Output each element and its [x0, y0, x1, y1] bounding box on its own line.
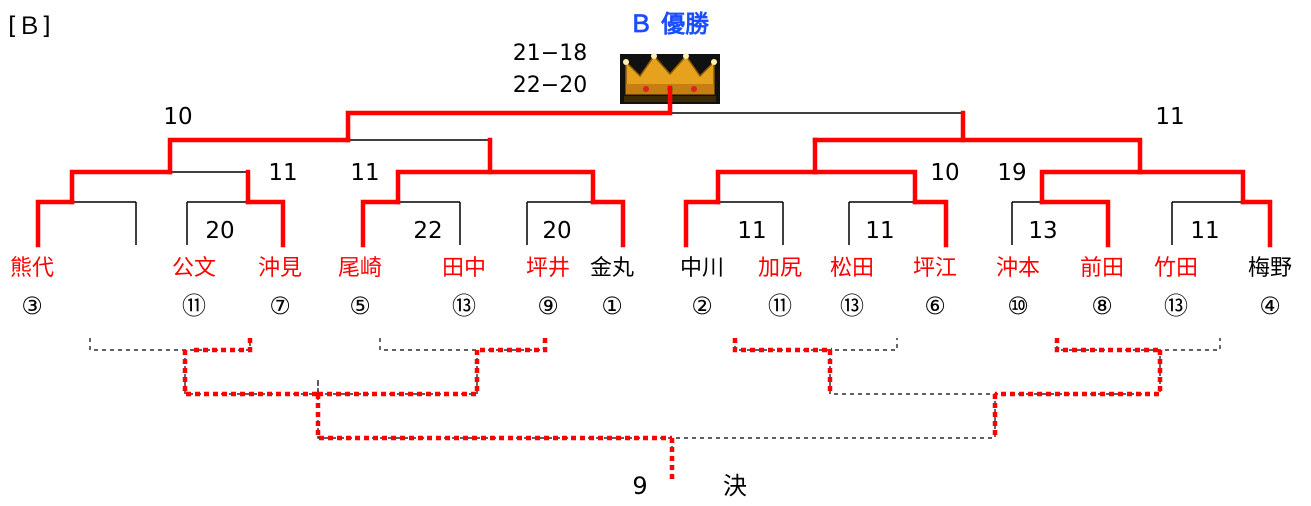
- player-name: 熊代: [10, 256, 54, 281]
- score-r1-2: 20: [205, 218, 234, 244]
- player-name: 梅野: [1248, 256, 1292, 281]
- match-scores: 10 11 11 11 10 19 20 22 20 11 11 13 11: [163, 104, 1219, 244]
- winner-path-lines: [35, 85, 1273, 248]
- player-name: 公文: [172, 256, 216, 281]
- score-qf-2: 11: [350, 160, 379, 186]
- player-seed: ⑦: [269, 292, 291, 320]
- player-name: 金丸: [590, 256, 634, 281]
- bottom-label-left: 9: [632, 472, 647, 500]
- score-r1-3: 22: [413, 218, 442, 244]
- score-r1-6: 11: [865, 218, 894, 244]
- player-seed: ④: [1259, 292, 1281, 320]
- bottom-label-right: 決: [723, 472, 747, 500]
- player-seed: ⑪: [768, 292, 792, 320]
- player-seed: ①: [601, 292, 623, 320]
- score-sf-2: 11: [1155, 104, 1184, 130]
- score-r1-7: 13: [1028, 218, 1057, 244]
- player-name: 田中: [442, 256, 486, 281]
- score-r1-4: 20: [542, 218, 571, 244]
- player-seed: ⑬: [840, 292, 864, 320]
- final-score-2: 22−20: [513, 73, 587, 98]
- player-name: 竹田: [1154, 256, 1198, 281]
- player-seed: ⑬: [1164, 292, 1188, 320]
- player-name: 尾崎: [338, 256, 382, 281]
- consolation-winner-lines: [182, 338, 1163, 480]
- player-name: 加尻: [758, 256, 802, 281]
- score-qf-3: 10: [930, 160, 959, 186]
- player-seed: ⑩: [1007, 292, 1029, 320]
- player-name: 坪江: [913, 256, 957, 281]
- bracket-label: [Ｂ]: [8, 12, 51, 40]
- player-name: 前田: [1080, 256, 1124, 281]
- player-seed: ⑥: [924, 292, 946, 320]
- players: 熊代 ③ 公文 ⑪ 沖見 ⑦ 尾崎 ⑤ 田中 ⑬ 坪井 ⑨ 金丸 ① 中川 ② 加尻 ⑪ 松田 ⑬ 坪江 ⑥ 沖本 ⑩ 前田 ⑧ 竹…: [10, 256, 1292, 320]
- player-seed: ⑧: [1091, 292, 1113, 320]
- score-r1-8: 11: [1190, 218, 1219, 244]
- final-score-1: 21−18: [513, 41, 587, 66]
- player-seed: ⑨: [537, 292, 559, 320]
- bracket-title: Ｂ 優勝: [629, 10, 710, 38]
- player-seed: ⑤: [349, 292, 371, 320]
- player-name: 中川: [680, 256, 724, 281]
- score-r1-5: 11: [737, 218, 766, 244]
- score-qf-4: 19: [997, 160, 1026, 186]
- player-name: 松田: [830, 256, 874, 281]
- player-seed: ⑬: [452, 292, 476, 320]
- player-seed: ③: [21, 292, 43, 320]
- player-seed: ⑪: [182, 292, 206, 320]
- score-qf-1: 11: [268, 160, 297, 186]
- player-name: 坪井: [526, 256, 570, 281]
- score-sf-1: 10: [163, 104, 192, 130]
- player-seed: ②: [691, 292, 713, 320]
- player-name: 沖見: [258, 256, 302, 281]
- player-name: 沖本: [996, 256, 1040, 281]
